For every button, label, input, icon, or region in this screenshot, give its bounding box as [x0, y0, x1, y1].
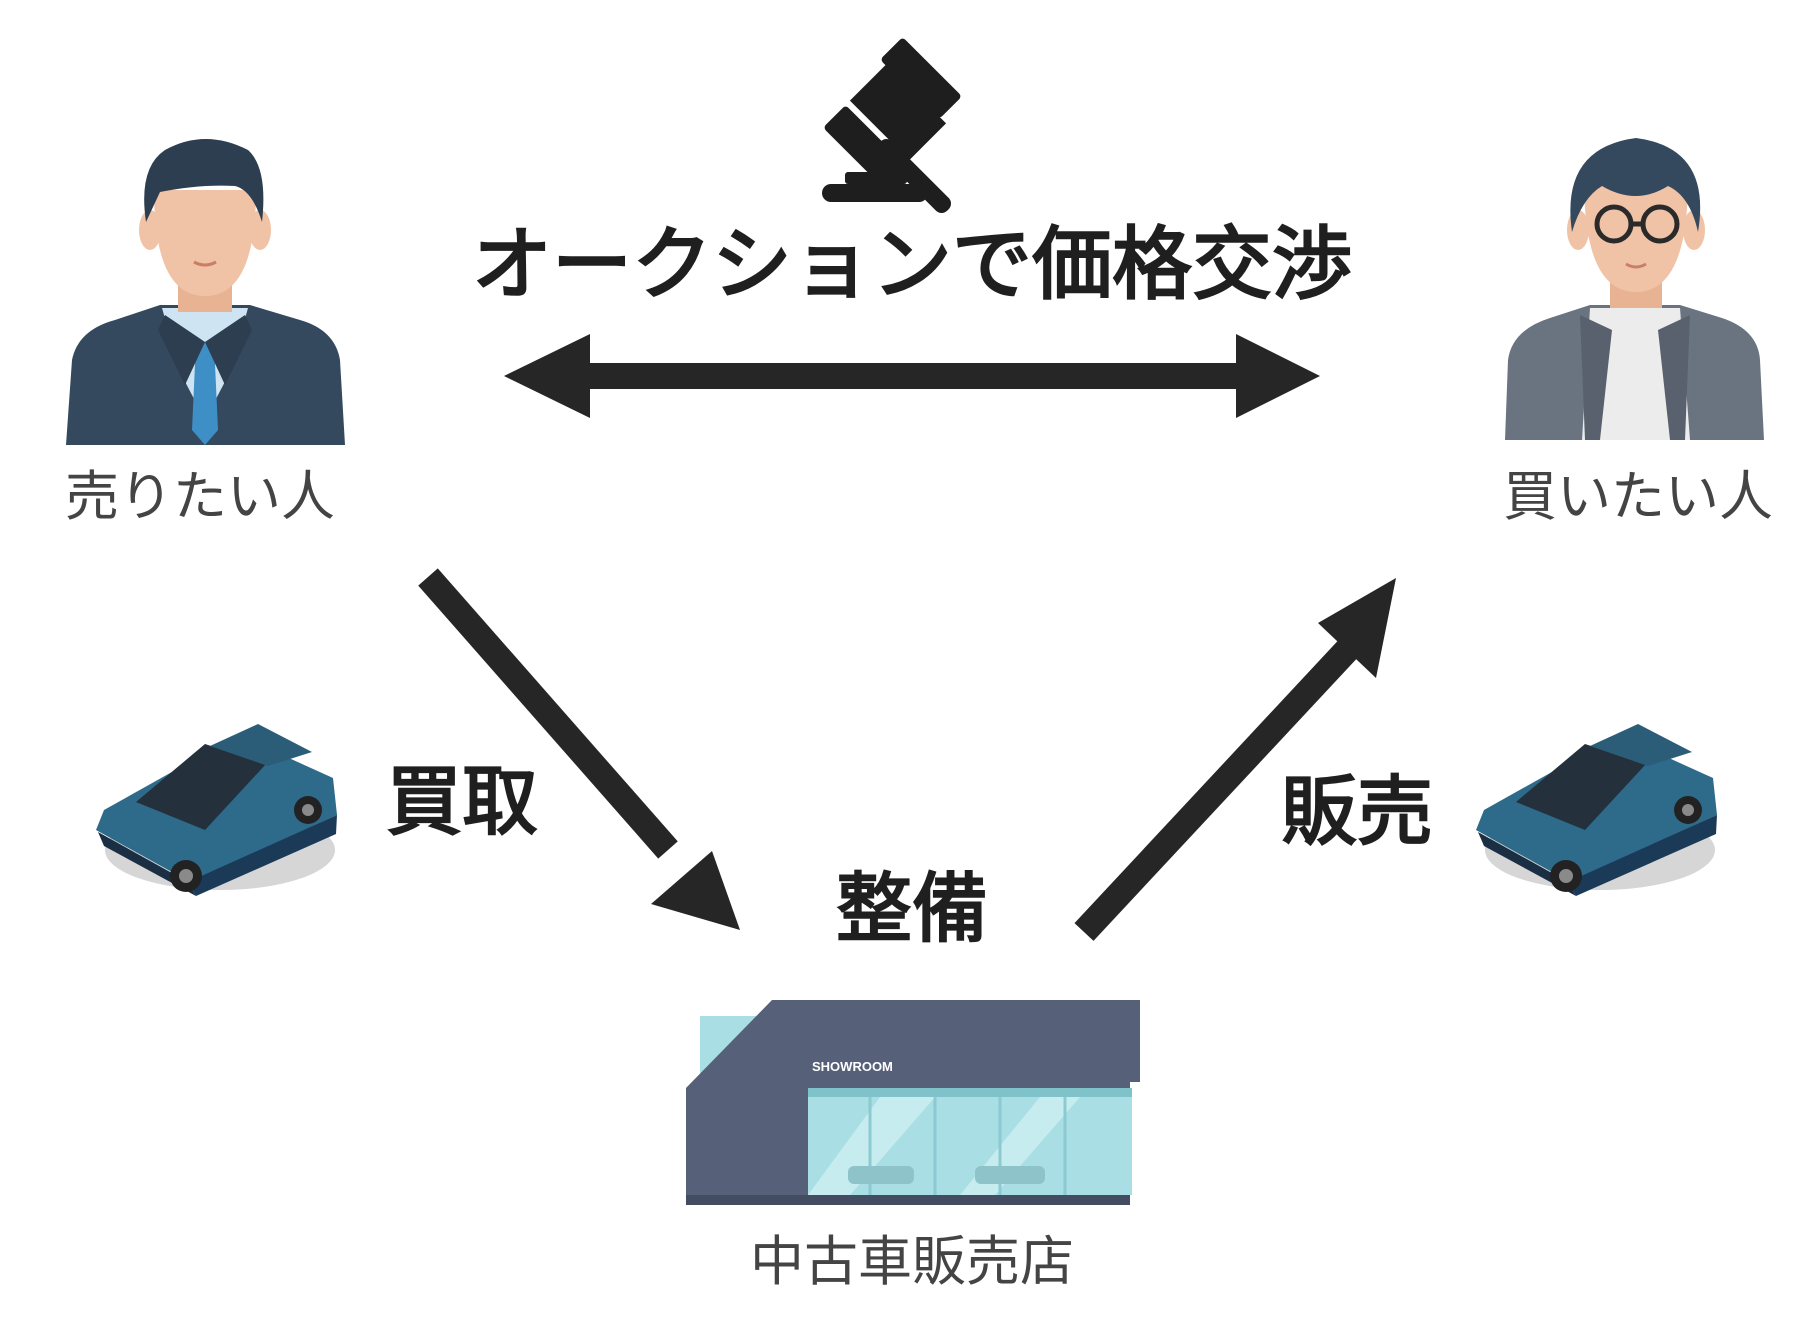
negotiation-double-arrow — [504, 334, 1320, 418]
sale-arrow — [1074, 578, 1396, 941]
seller-icon — [66, 139, 345, 445]
seller-label: 売りたい人 — [65, 465, 335, 528]
auction-label: オークションで価格交渉 — [472, 218, 1352, 311]
showroom-sign: SHOWROOM — [812, 1059, 893, 1074]
car-icon-right — [1476, 724, 1717, 896]
buyer-icon — [1505, 138, 1764, 440]
showroom-building-icon: SHOWROOM — [686, 1000, 1140, 1205]
dealer-label: 中古車販売店 — [750, 1230, 1074, 1293]
car-icon-left — [96, 724, 337, 896]
purchase-arrow — [418, 568, 740, 930]
gavel-icon — [822, 38, 961, 213]
buyer-label: 買いたい人 — [1503, 465, 1773, 528]
purchase-label: 買取 — [386, 757, 538, 846]
sale-label: 販売 — [1281, 767, 1433, 856]
maintenance-label: 整備 — [836, 864, 988, 953]
